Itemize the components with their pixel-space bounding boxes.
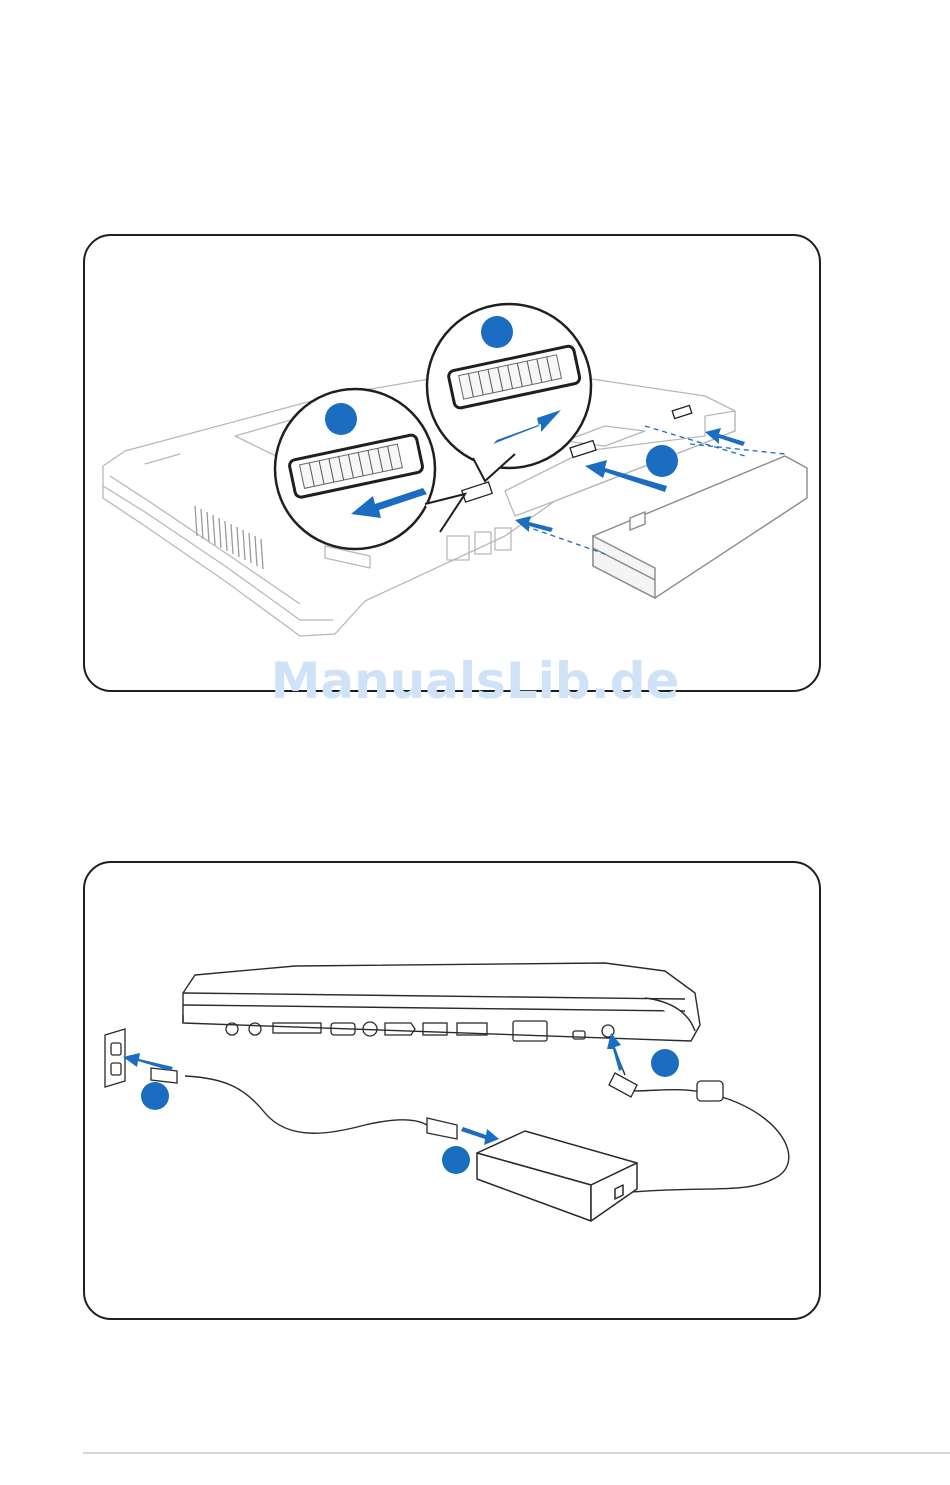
- arrow-plug-brick-icon: [461, 1127, 499, 1145]
- manualslib-watermark: ManualsLib.de: [0, 652, 950, 710]
- footer-divider: [83, 1452, 950, 1454]
- step-marker-2: [442, 1146, 470, 1174]
- ac-power-illustration: [85, 863, 823, 1322]
- arrow-plug-outlet-icon: [123, 1053, 173, 1071]
- step-marker-3: [651, 1049, 679, 1077]
- step-marker-3: [646, 445, 678, 477]
- step-marker-2: [481, 316, 513, 348]
- battery-memory-illustration: [85, 236, 823, 694]
- step-marker-1: [325, 403, 357, 435]
- figure-battery-memory-installation: [83, 234, 821, 692]
- figure-ac-power-connection: [83, 861, 821, 1320]
- step-marker-1: [141, 1082, 169, 1110]
